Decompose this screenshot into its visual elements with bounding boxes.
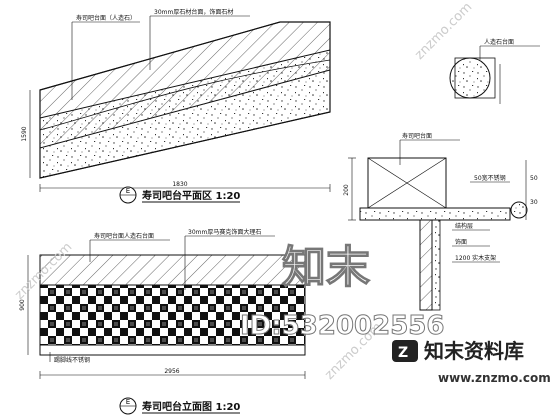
elev-label-2: 30mm厚马赛克饰面大理石 bbox=[188, 228, 261, 236]
plan-label-2: 30mm厚石材台面，饰面石材 bbox=[154, 8, 233, 16]
plan-view: 寿司吧台面（人造石） 30mm厚石材台面，饰面石材 1830 1590 E 寿司… bbox=[21, 8, 331, 204]
section-dim-1: 200 bbox=[343, 184, 350, 196]
elev-label-1: 寿司吧台面人造石台面 bbox=[94, 232, 154, 240]
detail-bubble bbox=[449, 57, 491, 99]
watermark-url: www.znzmo.com bbox=[438, 371, 551, 385]
watermark-id: ID:532002556 bbox=[240, 311, 444, 341]
brand-logo-icon bbox=[392, 340, 418, 362]
watermark-diag-2: znzmo.com bbox=[412, 0, 475, 63]
svg-text:Z: Z bbox=[398, 345, 408, 361]
plan-title: 寿司吧台平面区 1:20 bbox=[142, 189, 240, 202]
elevation-countertop bbox=[39, 254, 306, 286]
watermark-brand: 知末资料库 bbox=[424, 339, 524, 363]
watermark-logo: 知末 bbox=[282, 242, 370, 293]
section-column bbox=[419, 219, 433, 311]
section-label-4: 饰面 bbox=[455, 238, 467, 246]
elevation-mosaic-panel bbox=[39, 284, 306, 346]
plan-dim-left: 1590 bbox=[21, 126, 28, 141]
plan-outline bbox=[39, 21, 331, 179]
section-edge-round bbox=[510, 201, 528, 219]
elevation-kickplate bbox=[39, 344, 306, 356]
section-label-2: 50宽不锈钢 bbox=[474, 174, 506, 182]
section-label-3: 结构层 bbox=[455, 222, 473, 230]
plan-label-1: 寿司吧台面（人造石） bbox=[76, 14, 136, 22]
elev-dim-bottom: 2956 bbox=[164, 368, 179, 375]
section-view: 人造石台面 寿司吧台面 50宽不锈钢 结构层 饰面 1200 实木支架 200 … bbox=[343, 38, 540, 311]
plan-divider-line bbox=[39, 59, 331, 131]
section-dim-3: 30 bbox=[530, 199, 538, 206]
section-label-1: 寿司吧台面 bbox=[402, 132, 432, 140]
elevation-title: 寿司吧台立面图 1:20 bbox=[142, 400, 240, 413]
plan-marker-letter: E bbox=[126, 187, 130, 195]
elevation-view: 寿司吧台面人造石台面 30mm厚马赛克饰面大理石 踢脚线不锈钢 2956 900… bbox=[19, 228, 306, 415]
section-label-5: 1200 实木支架 bbox=[455, 254, 496, 262]
section-slab bbox=[359, 207, 511, 221]
section-top-label: 人造石台面 bbox=[484, 38, 514, 46]
elev-marker-letter: E bbox=[126, 398, 130, 406]
elev-label-kick: 踢脚线不锈钢 bbox=[54, 356, 90, 364]
section-dim-2: 50 bbox=[530, 175, 538, 182]
plan-dim-bottom: 1830 bbox=[172, 181, 187, 188]
elev-dim-left: 900 bbox=[19, 299, 26, 311]
